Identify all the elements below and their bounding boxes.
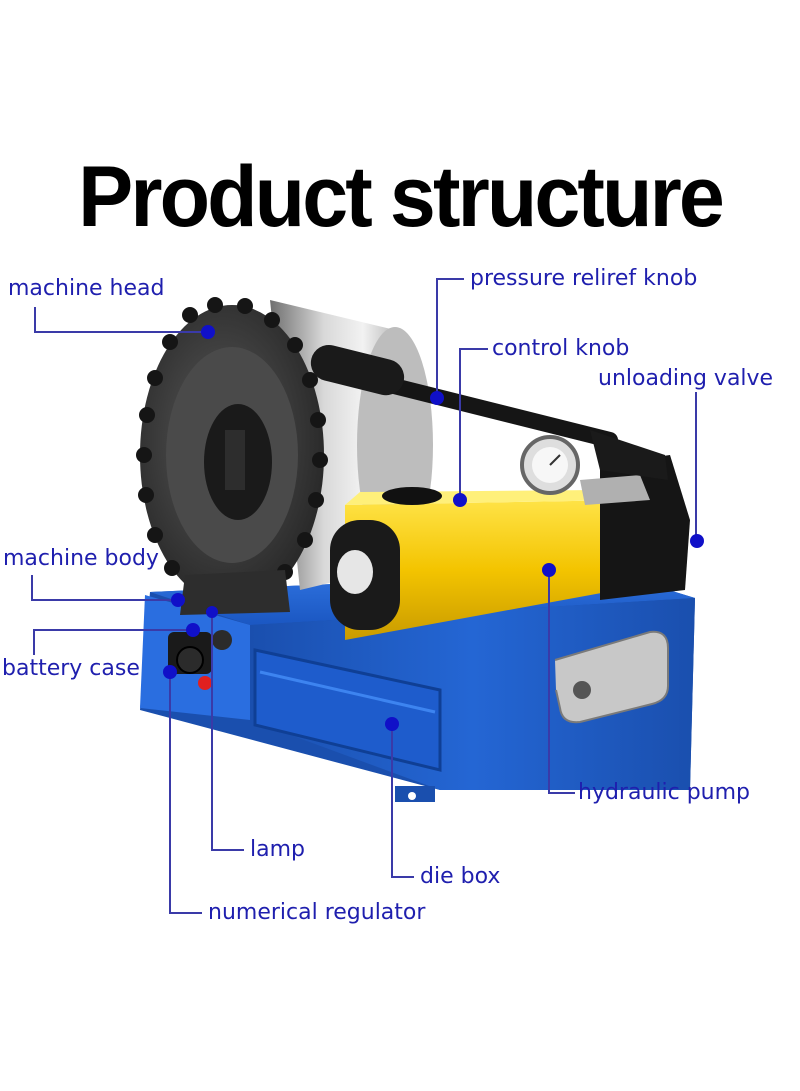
label-pressure-relief-knob: pressure reliref knob: [470, 266, 698, 291]
callout-dots: [163, 325, 704, 731]
label-lamp: lamp: [250, 837, 305, 862]
label-machine-head: machine head: [8, 276, 165, 301]
label-control-knob: control knob: [492, 336, 630, 361]
front-controls: [168, 630, 232, 690]
label-die-box: die box: [420, 864, 501, 889]
label-machine-body: machine body: [3, 546, 159, 571]
pump-handle: [310, 344, 668, 480]
label-hydraulic-pump: hydraulic pump: [578, 780, 751, 805]
page-title: Product structure: [78, 149, 725, 245]
hydraulic-pump: [330, 435, 690, 640]
label-unloading-valve: unloading valve: [598, 366, 774, 391]
label-numerical-regulator: numerical regulator: [208, 900, 426, 925]
label-battery-case: battery case: [2, 656, 140, 681]
leader-lines: [31, 278, 697, 914]
